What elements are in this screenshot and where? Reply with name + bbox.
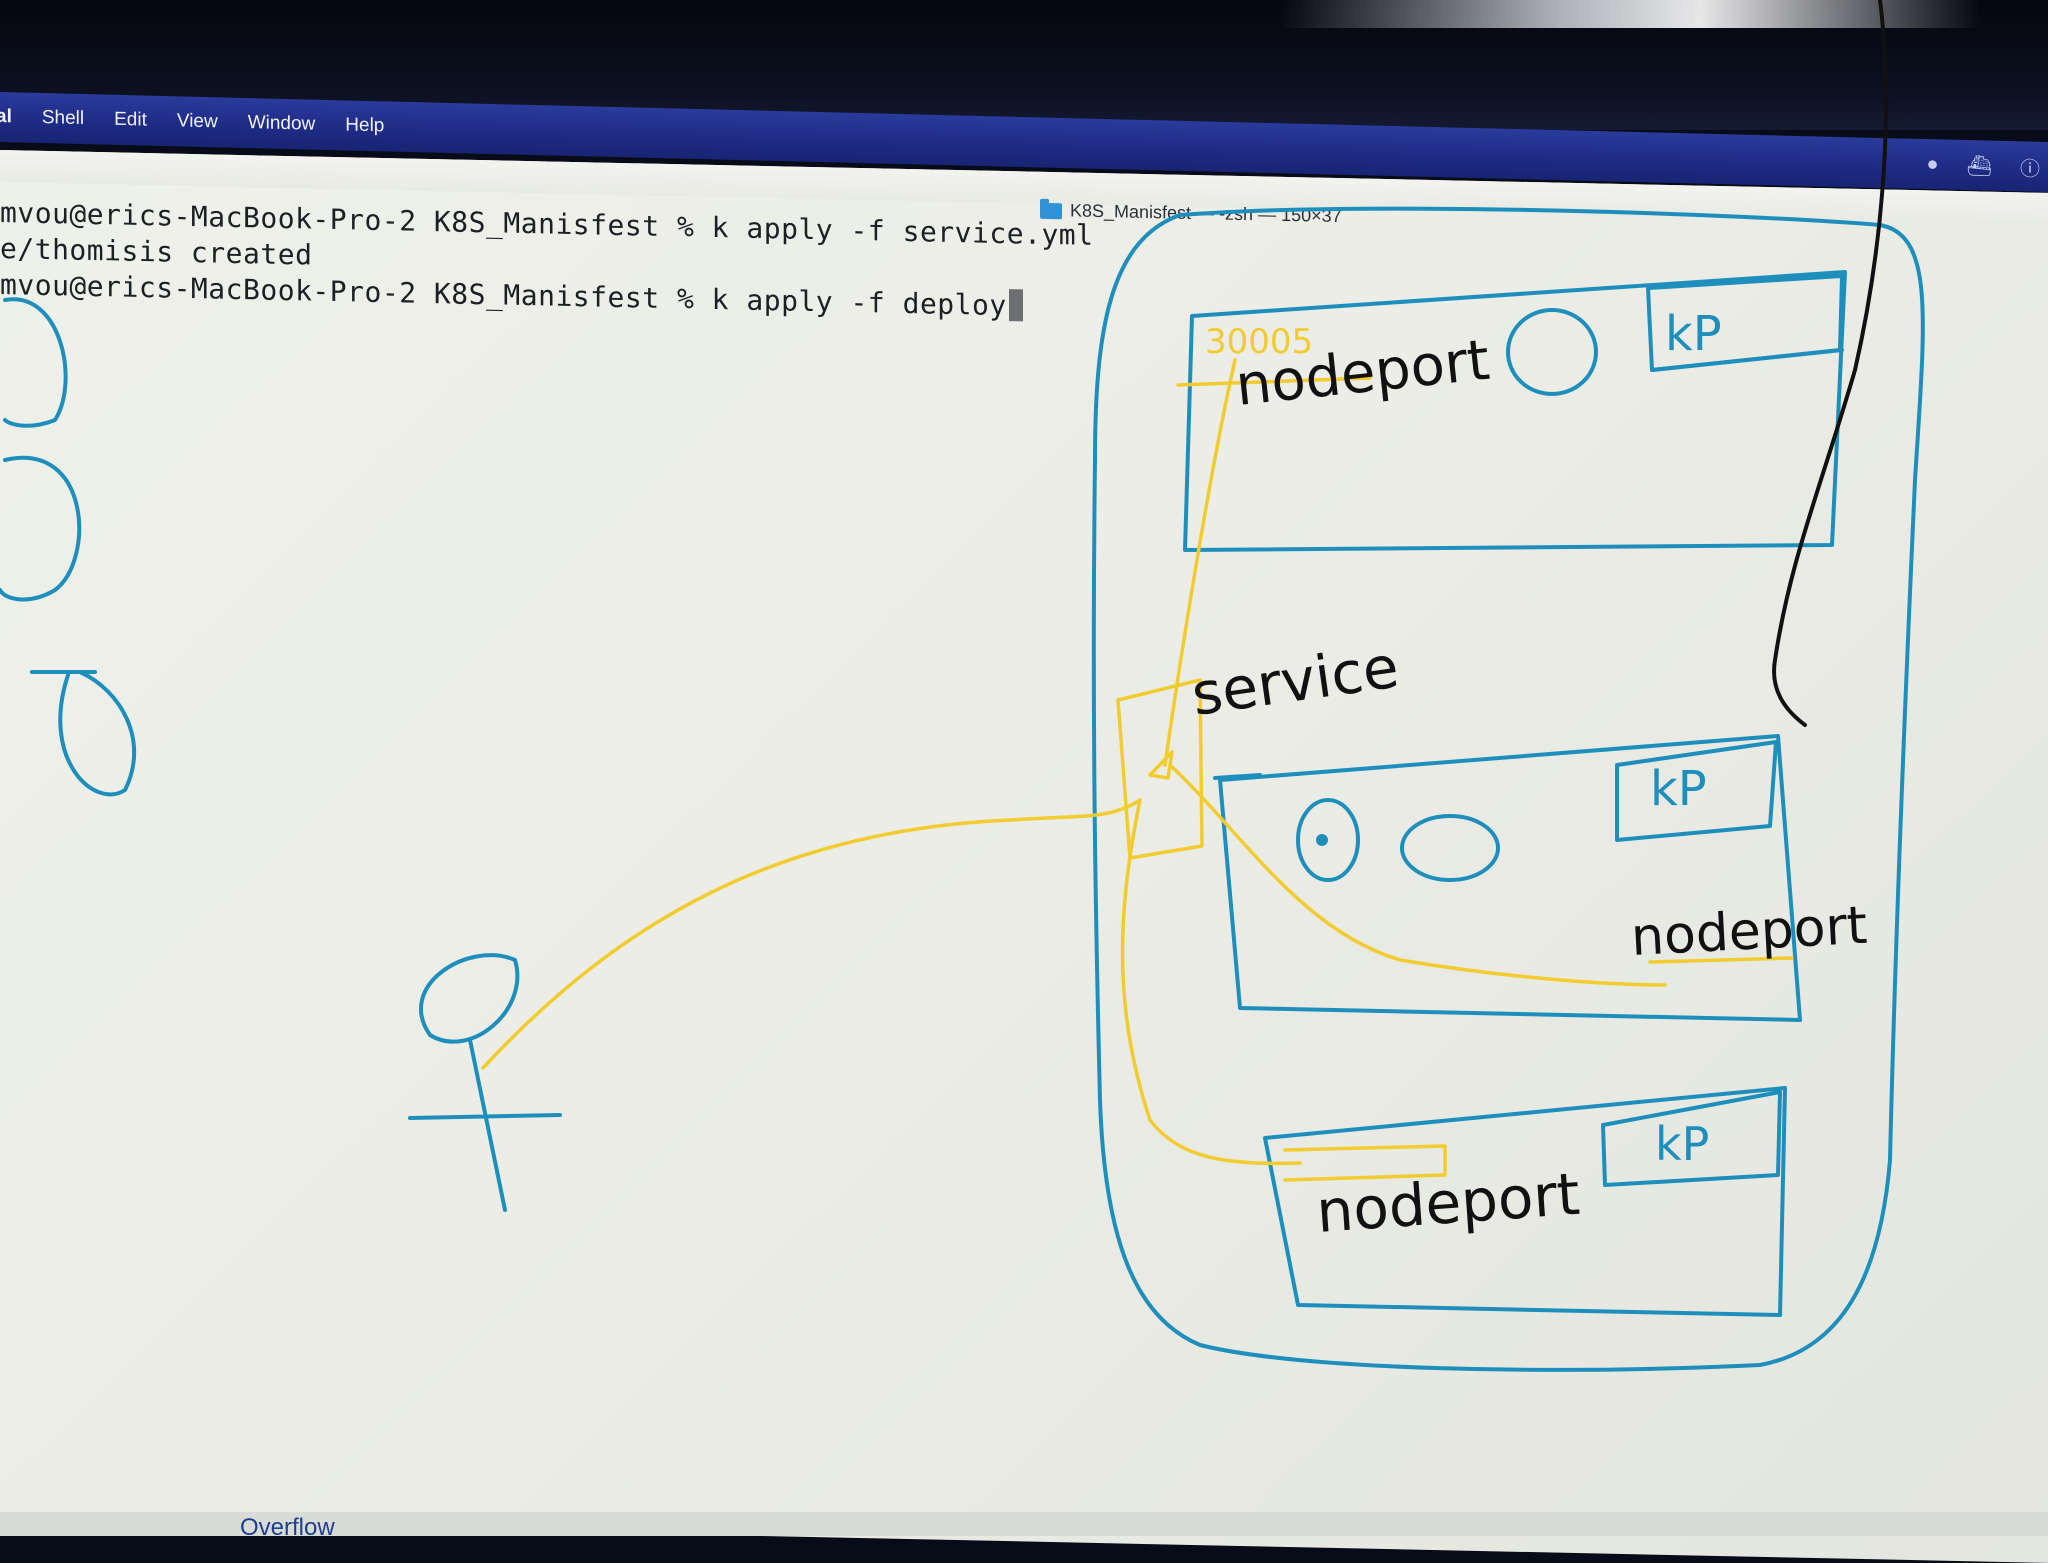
top-nodeport-marker (1176, 376, 1372, 387)
node-middle-box (1218, 734, 1802, 1022)
kp-bottom-box (1601, 1090, 1782, 1187)
service-label: service (1187, 633, 1402, 729)
kp-middle-box (1615, 740, 1778, 842)
cluster-outline (1091, 206, 1925, 1372)
middle-nodeport-marker (1648, 956, 1794, 964)
node-top-box (1183, 270, 1847, 552)
port-number-label: 30005 (1205, 322, 1313, 362)
left-scribble-3 (30, 670, 137, 797)
user-to-service-path (481, 798, 1142, 1070)
node-bottom-box (1263, 1086, 1787, 1317)
pod-middle-ellipse-2 (1400, 814, 1500, 882)
left-scribble-2 (0, 455, 82, 602)
bottom-nodeport-box (1283, 1144, 1447, 1182)
kp-top-divider (1650, 348, 1844, 372)
user-head (419, 953, 520, 1044)
nodeport-bottom-label: nodeport (1314, 1160, 1582, 1246)
nodeport-middle-label: nodeport (1630, 896, 1869, 968)
service-arrow-head (1148, 750, 1174, 780)
service-to-top-nodeport (1163, 358, 1237, 767)
left-scribble-1 (3, 297, 68, 428)
service-to-bottom-nodeport (1120, 798, 1302, 1166)
bottom-panel (0, 1512, 2048, 1536)
pod-middle-ellipse-1 (1296, 798, 1360, 882)
user-body (408, 1038, 562, 1212)
kp-middle-label: kP (1650, 761, 1707, 817)
pod-middle-dot (1316, 834, 1328, 846)
service-box (1116, 678, 1204, 860)
screen-glare (1280, 0, 1980, 28)
pod-top-ellipse (1506, 308, 1598, 396)
kp-top-label: kP (1665, 306, 1722, 362)
cable-line (1772, 0, 1888, 727)
kp-bottom-label: kP (1655, 1117, 1709, 1171)
service-to-middle-nodeport (1168, 763, 1667, 987)
node-middle-left-tick (1213, 773, 1262, 780)
